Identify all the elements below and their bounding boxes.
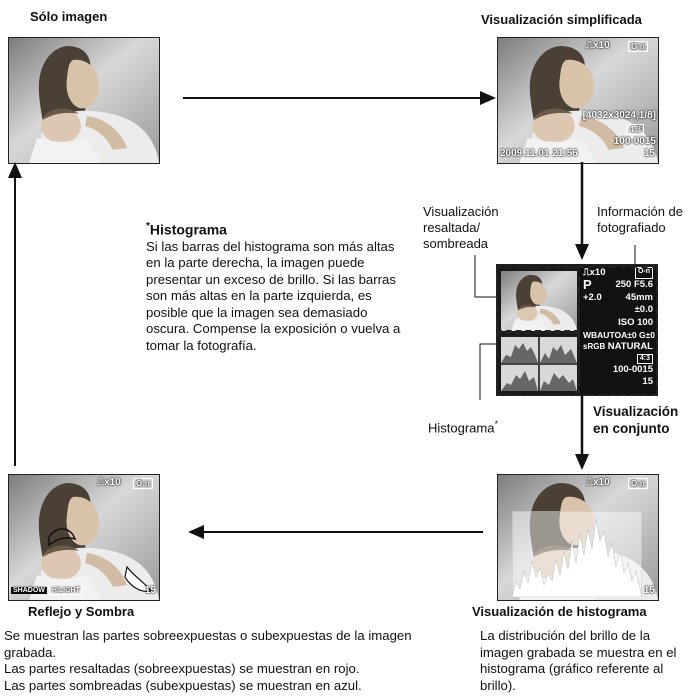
info-flash: ±0.0 [634, 304, 653, 316]
info-aperture: F5.6 [633, 279, 653, 291]
shadow-frame: 15 [144, 585, 156, 596]
histogram-title: Visualización de histograma [472, 604, 647, 619]
info-wb: WBAUTO [583, 330, 622, 341]
overall-thumbnail [501, 271, 577, 331]
simplified-resolution: [4032x3024,1/8] [582, 110, 656, 121]
info-color-space: sRGB [583, 342, 606, 352]
histogram-graph [512, 511, 642, 597]
info-label: Información de fotografiado [597, 204, 683, 235]
overall-histograms [501, 337, 577, 391]
arrow-left [188, 525, 483, 539]
simplified-key-icon: O‑n [628, 41, 648, 52]
highlight-label: Visualización resaltada/ sombreada [423, 204, 499, 251]
info-protect: ⎍x10 [583, 267, 606, 278]
highlight-callout-box [496, 266, 580, 332]
simplified-frame: 15 [643, 148, 655, 159]
arrow-up [8, 162, 22, 466]
info-focal: 45mm [625, 291, 653, 303]
hilight-tag: HILIGHT [48, 586, 83, 595]
histogram-frame: 15 [643, 585, 655, 596]
histogram-callout-box [496, 332, 580, 396]
simplified-file: 100-0015 [613, 136, 656, 147]
info-shutter: 250 [615, 279, 632, 291]
info-exposure: +2.0 [583, 291, 602, 303]
note-block: *Histograma Si las barras del histograma… [146, 218, 404, 354]
histogram-key-icon: O‑n [628, 478, 648, 489]
image-only-photo [8, 37, 160, 164]
info-frame: 15 [642, 376, 653, 388]
note-title: Histograma [149, 221, 227, 238]
image-only-title: Sólo imagen [30, 9, 108, 24]
shadow-tag: SHADOW [11, 587, 47, 594]
histogram-description: La distribución del brillo de la imagen … [480, 628, 677, 693]
info-callout-box [578, 266, 658, 396]
simplified-photo: ⎍x10 O‑n [4032x3024,1/8] 4:3 100-0015 20… [497, 37, 659, 164]
simplified-protect: ⎍x10 [586, 40, 610, 51]
simplified-datetime: 2009.11.01 21:56 [500, 148, 578, 159]
simplified-title: Visualización simplificada [481, 12, 642, 27]
info-iso: ISO 100 [618, 316, 653, 328]
histogram-photo: ⎍x10 O‑n 15 [497, 474, 659, 601]
note-body: Si las barras del histograma son más alt… [146, 238, 401, 353]
arrow-right [183, 91, 496, 105]
arrow-down-1 [575, 162, 589, 260]
info-picture-mode: NATURAL [607, 341, 653, 353]
info-file: 100-0015 [612, 363, 653, 375]
simplified-aspect: 4:3 [626, 124, 644, 135]
shadow-title: Reflejo y Sombra [28, 604, 135, 619]
shadow-protect: ⎍x10 [97, 477, 121, 488]
shadow-key-icon: O‑n [133, 478, 153, 489]
info-aspect: 4:3 [636, 353, 653, 364]
arrow-down-2 [575, 394, 589, 470]
info-wb-adj: A±0 G±0 [621, 330, 655, 341]
histogram-protect: ⎍x10 [586, 477, 610, 488]
info-mode: P [583, 277, 592, 293]
histogram-label: Histograma* [428, 419, 498, 436]
shadow-description: Se muestran las partes sobreexpuestas o … [4, 628, 412, 693]
overall-title: Visualización en conjunto [593, 404, 679, 436]
